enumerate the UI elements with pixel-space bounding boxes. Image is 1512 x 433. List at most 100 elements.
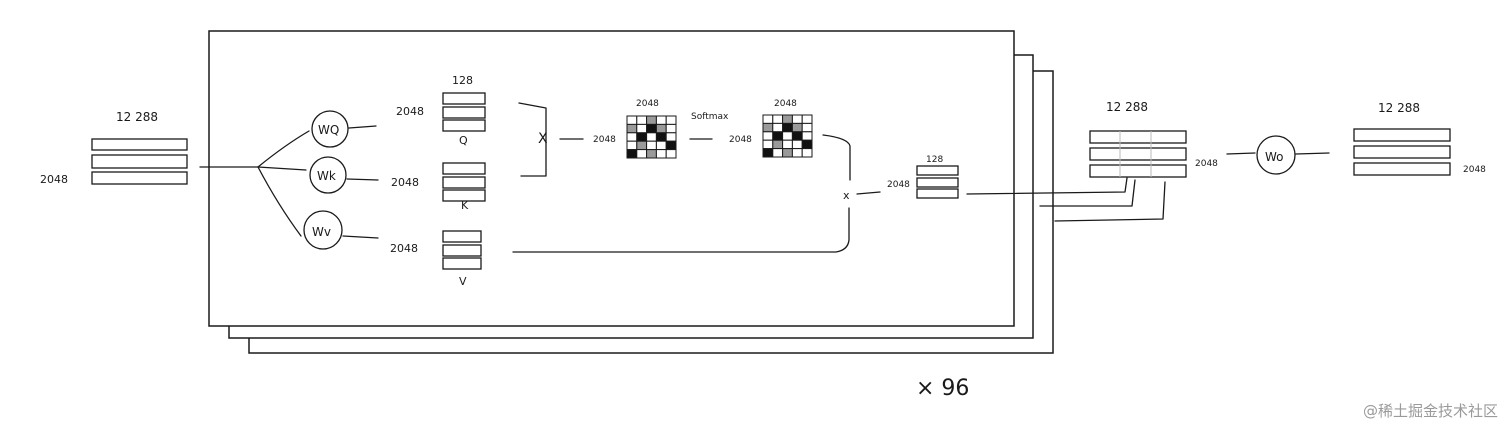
concat-width-label: 12 288: [1106, 100, 1148, 114]
grid-cell: [801, 148, 813, 158]
output-width-label: 12 288: [1378, 101, 1420, 115]
score-height-label: 2048: [593, 135, 616, 145]
wo-label: Wo: [1265, 150, 1284, 164]
concat-matrix: [1089, 130, 1187, 178]
grid-cell: [772, 131, 784, 141]
k-height-label: 2048: [391, 176, 419, 189]
grid-cell: [801, 122, 813, 133]
grid-cell: [646, 132, 657, 142]
grid-cell: [782, 131, 793, 141]
av-out: [856, 191, 881, 195]
grid-cell: [791, 148, 803, 158]
grid-cell: [791, 131, 803, 141]
grid-cell: [762, 139, 774, 150]
watermark: @稀土掘金技术社区: [1362, 402, 1498, 420]
grid-cell: [636, 140, 648, 151]
k-matrix: [442, 162, 486, 202]
head-out-height-label: 2048: [887, 180, 910, 190]
k-label: K: [461, 199, 469, 212]
input-width-label: 12 288: [116, 110, 158, 124]
grid-cell: [626, 140, 638, 151]
output-matrix: [1353, 128, 1451, 176]
grid-cell: [762, 131, 774, 141]
softmax-grid: [762, 114, 813, 158]
q-label: Q: [459, 134, 468, 147]
q-matrix: [442, 92, 486, 132]
input-matrix: [91, 138, 188, 185]
v-to-multiply: [512, 207, 850, 253]
grid-cell: [626, 132, 638, 142]
grid-cell: [665, 115, 677, 125]
wk-label: Wk: [317, 169, 336, 183]
grid-cell: [636, 123, 648, 134]
grid-cell: [801, 114, 813, 124]
wq-out: [348, 125, 377, 129]
branch-v: [257, 166, 302, 237]
grid-cell: [646, 123, 657, 134]
grid-cell: [646, 149, 657, 159]
grid-cell: [801, 131, 813, 141]
av-multiply-op: x: [843, 189, 850, 202]
grid-cell: [636, 115, 648, 125]
grid-cell: [762, 114, 774, 124]
softmax-out: [822, 134, 851, 181]
grid-cell: [655, 123, 667, 134]
grid-cell: [801, 139, 813, 150]
wq-circle: [311, 110, 349, 148]
grid-cell: [655, 132, 667, 142]
grid-cell: [772, 139, 784, 150]
q-height-label: 2048: [396, 105, 424, 118]
head1-to-concat: [966, 177, 1128, 195]
branch-k: [257, 166, 307, 171]
grid-cell: [772, 114, 784, 124]
softmax-height-label: 2048: [729, 135, 752, 145]
wk-out: [346, 178, 379, 181]
wq-label: WQ: [318, 123, 339, 137]
grid-cell: [791, 122, 803, 133]
wv-label: Wv: [312, 225, 331, 239]
grid-cell: [762, 122, 774, 133]
grid-cell: [772, 148, 784, 158]
head2-to-concat: [1039, 179, 1136, 207]
softmax-label: Softmax: [691, 112, 729, 122]
grid-cell: [626, 115, 638, 125]
grid-cell: [772, 122, 784, 133]
grid-cell: [782, 139, 793, 150]
grid-cell: [762, 148, 774, 158]
grid-cell: [782, 122, 793, 133]
grid-cell: [636, 149, 648, 159]
softmax-width-label: 2048: [774, 99, 797, 109]
v-label: V: [459, 275, 467, 288]
score-grid: [626, 115, 677, 159]
grid-cell: [791, 139, 803, 150]
grid-cell: [665, 132, 677, 142]
grid-cell: [655, 115, 667, 125]
heads-count-label: × 96: [916, 376, 969, 401]
grid-cell: [665, 140, 677, 151]
head-out-width-label: 128: [926, 155, 943, 165]
wo-circle: [1256, 135, 1296, 175]
input-height-label: 2048: [40, 173, 68, 186]
branch-q: [257, 130, 310, 168]
wv-circle: [303, 210, 343, 250]
grid-cell: [665, 149, 677, 159]
v-height-label: 2048: [390, 242, 418, 255]
wo-out: [1295, 152, 1330, 155]
wk-circle: [309, 156, 347, 194]
grid-cell: [646, 115, 657, 125]
head3-to-concat: [1054, 181, 1166, 222]
grid-cell: [626, 123, 638, 134]
grid-cell: [655, 140, 667, 151]
grid-cell: [791, 114, 803, 124]
grid-cell: [636, 132, 648, 142]
v-matrix: [442, 230, 482, 270]
wv-out: [342, 235, 379, 239]
grid-cell: [782, 114, 793, 124]
output-height-label: 2048: [1463, 165, 1486, 175]
qk-bracket: [518, 102, 547, 177]
concat-height-label: 2048: [1195, 159, 1218, 169]
grid-cell: [655, 149, 667, 159]
head-output-matrix: [916, 165, 959, 199]
grid-cell: [782, 148, 793, 158]
